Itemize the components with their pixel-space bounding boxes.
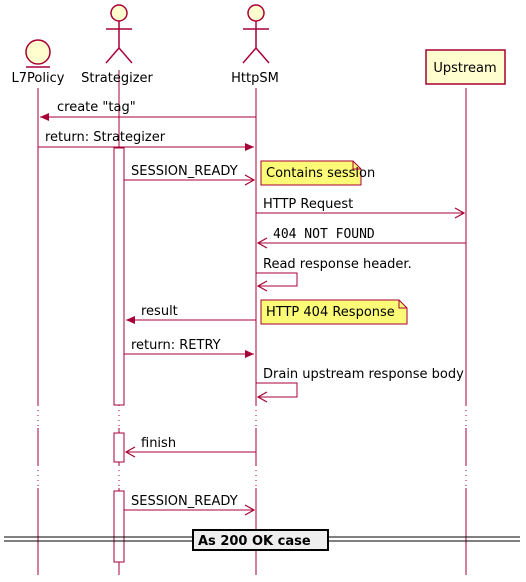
note-contains-session: Contains session	[260, 160, 375, 186]
note-label: HTTP 404 Response	[266, 305, 395, 320]
activation-bar-3	[113, 490, 125, 563]
message-drain-upstream: Drain upstream response body	[256, 367, 464, 403]
message-label: SESSION_READY	[131, 494, 238, 509]
message-return-retry: return: RETRY	[124, 338, 254, 358]
message-label: finish	[141, 436, 176, 451]
participant-upstream: Upstream	[425, 49, 506, 85]
actor-icon	[242, 4, 270, 64]
message-create-tag: create "tag"	[40, 100, 256, 121]
activation-bar-1	[113, 147, 125, 406]
participant-l7policy: L7Policy	[12, 39, 65, 86]
participant-strategizer: Strategizer	[81, 4, 154, 86]
actor-icon	[105, 4, 133, 64]
message-label: return: Strategizer	[45, 130, 166, 145]
participant-label-upstream: Upstream	[433, 61, 496, 76]
message-read-response-header: Read response header.	[256, 257, 412, 292]
divider-label: As 200 OK case	[198, 534, 311, 549]
message-label: Read response header.	[263, 257, 412, 272]
message-http-request: HTTP Request	[256, 197, 466, 219]
participant-label-httpsm: HttpSM	[231, 71, 279, 86]
message-label: SESSION_READY	[131, 164, 238, 179]
message-404-not-found: 404 NOT FOUND	[256, 227, 466, 249]
message-session-ready: SESSION_READY	[124, 164, 256, 186]
message-label: Drain upstream response body	[263, 367, 464, 382]
message-return-strategizer: return: Strategizer	[38, 130, 254, 151]
activation-bar-2	[113, 432, 125, 463]
divider-200-ok: As 200 OK case	[4, 529, 520, 551]
message-session-ready-2: SESSION_READY	[124, 494, 256, 516]
message-label: result	[141, 304, 178, 319]
entity-icon	[25, 39, 51, 68]
participant-httpsm: HttpSM	[231, 4, 279, 86]
message-label: HTTP Request	[263, 197, 353, 212]
message-finish: finish	[124, 436, 256, 458]
message-label: create "tag"	[57, 100, 136, 115]
message-result: result	[126, 304, 256, 324]
participant-label-strategizer: Strategizer	[81, 71, 153, 86]
message-label: 404 NOT FOUND	[273, 227, 375, 242]
note-http-404-response: HTTP 404 Response	[260, 299, 408, 325]
message-label: return: RETRY	[131, 338, 221, 353]
participant-label-l7policy: L7Policy	[12, 71, 65, 86]
note-label: Contains session	[266, 166, 375, 181]
